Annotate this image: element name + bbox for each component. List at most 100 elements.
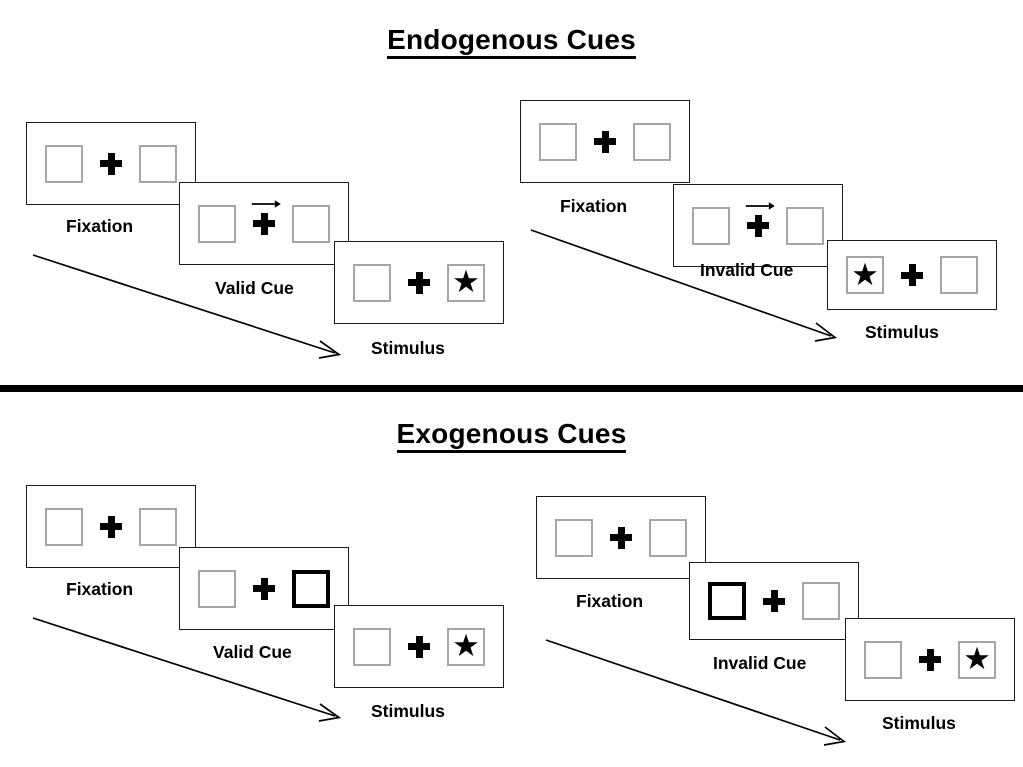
left-box: [198, 569, 236, 608]
fixation-wrap: [250, 199, 281, 235]
right-box: [633, 122, 671, 161]
fixation-wrap: [97, 515, 125, 538]
fixation-cross-icon: [747, 214, 769, 237]
label-exogenous-valid-cue: Valid Cue: [213, 642, 292, 662]
stimulus-row: [692, 201, 824, 245]
stimulus-row: [45, 144, 177, 183]
right-box: [139, 144, 177, 183]
star-icon: ★: [851, 256, 879, 292]
fixation-cross-icon: [408, 271, 430, 294]
stimulus-row: ★: [864, 640, 996, 679]
panel-endogenous-invalid-stimulus: ★: [827, 240, 997, 310]
left-box: [539, 122, 577, 161]
left-box: [45, 507, 83, 546]
stimulus-row: ★: [353, 263, 485, 302]
panel-endogenous-invalid-cue: [673, 184, 843, 267]
fixation-cross-icon: [594, 130, 616, 153]
panel-exogenous-valid-cue: [179, 547, 349, 630]
panel-content: ★: [335, 242, 503, 323]
label-exogenous-invalid-cue: Invalid Cue: [713, 653, 807, 673]
stimulus-row: [555, 518, 687, 557]
flow-arrow-endogenous-invalid: [530, 229, 838, 342]
panel-content: ★: [846, 619, 1014, 700]
fixation-wrap: [591, 130, 619, 153]
section-title-endogenous: Endogenous Cues: [0, 24, 1023, 59]
panel-content: [27, 123, 195, 204]
panel-exogenous-valid-stimulus: ★: [334, 605, 504, 688]
label-endogenous-invalid-fixation: Fixation: [560, 196, 628, 216]
panel-content: ★: [828, 241, 996, 309]
fixation-cross-icon: [610, 526, 632, 549]
fixation-cross-icon: [763, 590, 785, 612]
right-box: [292, 204, 330, 243]
stimulus-row: [198, 199, 330, 243]
fixation-wrap: [405, 271, 433, 294]
panel-content: ★: [335, 606, 503, 687]
flow-arrow-exogenous-invalid: [545, 639, 847, 746]
panel-exogenous-invalid-stimulus: ★: [845, 618, 1015, 701]
right-box: [649, 518, 687, 557]
right-arrow-cue-icon: [251, 199, 281, 208]
fixation-cross-icon: [253, 212, 275, 235]
fixation-wrap: [607, 526, 635, 549]
section-title-exogenous: Exogenous Cues: [0, 418, 1023, 453]
fixation-wrap: [744, 201, 775, 237]
label-endogenous-valid-cue: Valid Cue: [215, 278, 294, 298]
flow-arrow-endogenous-valid: [32, 254, 342, 359]
panel-content: [674, 185, 842, 266]
fixation-wrap: [916, 648, 944, 671]
panel-content: [180, 183, 348, 264]
panel-endogenous-valid-fixation: [26, 122, 196, 205]
fixation-cross-icon: [919, 648, 941, 671]
star-icon: ★: [963, 641, 991, 676]
label-endogenous-invalid-cue: Invalid Cue: [700, 260, 794, 280]
right-box: ★: [447, 627, 485, 666]
fixation-wrap: [405, 635, 433, 658]
left-box: [353, 627, 391, 666]
fixation-wrap: [760, 590, 788, 612]
right-box: [940, 256, 978, 294]
section-title-endogenous-text: Endogenous Cues: [387, 24, 636, 59]
left-box: [692, 206, 730, 245]
left-box: [555, 518, 593, 557]
panel-content: [537, 497, 705, 578]
stimulus-row: ★: [846, 256, 978, 294]
section-title-exogenous-text: Exogenous Cues: [396, 418, 627, 453]
right-box: ★: [958, 640, 996, 679]
stimulus-row: ★: [353, 627, 485, 666]
label-exogenous-invalid-fixation: Fixation: [576, 591, 644, 611]
label-exogenous-valid-stimulus: Stimulus: [371, 701, 445, 721]
left-box: [864, 640, 902, 679]
fixation-cross-icon: [100, 152, 122, 175]
label-exogenous-valid-fixation: Fixation: [66, 579, 134, 599]
star-icon: ★: [452, 264, 480, 299]
right-box: [139, 507, 177, 546]
fixation-wrap: [250, 577, 278, 600]
label-endogenous-valid-stimulus: Stimulus: [371, 338, 445, 358]
star-icon: ★: [452, 628, 480, 663]
left-box: [353, 263, 391, 302]
panel-endogenous-invalid-fixation: [520, 100, 690, 183]
right-box-cued: [292, 569, 330, 608]
section-divider: [0, 385, 1023, 392]
stimulus-row: [708, 582, 840, 620]
right-box: [786, 206, 824, 245]
fixation-cross-icon: [901, 264, 923, 286]
fixation-wrap: [97, 152, 125, 175]
left-box-cued: [708, 582, 746, 620]
panel-exogenous-invalid-fixation: [536, 496, 706, 579]
right-box: ★: [447, 263, 485, 302]
label-endogenous-invalid-stimulus: Stimulus: [865, 322, 939, 342]
right-arrow-cue-icon: [745, 201, 775, 210]
panel-content: [690, 563, 858, 639]
flow-arrow-exogenous-valid: [32, 617, 342, 722]
stimulus-row: [539, 122, 671, 161]
stimulus-row: [198, 569, 330, 608]
panel-content: [27, 486, 195, 567]
fixation-cross-icon: [408, 635, 430, 658]
panel-content: [521, 101, 689, 182]
left-box: ★: [846, 256, 884, 294]
label-exogenous-invalid-stimulus: Stimulus: [882, 713, 956, 733]
panel-endogenous-valid-cue: [179, 182, 349, 265]
panel-exogenous-invalid-cue: [689, 562, 859, 640]
